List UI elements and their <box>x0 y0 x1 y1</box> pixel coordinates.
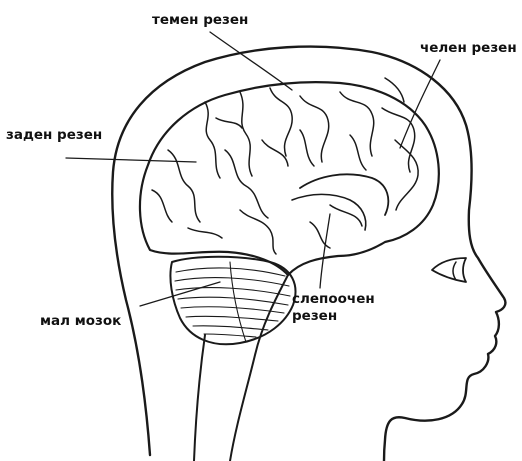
leader-temporal <box>320 214 330 288</box>
gyri <box>152 78 418 254</box>
label-temporal-lobe: слепоочен резен <box>292 291 372 325</box>
leader-lines <box>66 32 440 306</box>
spinal-cord-front <box>230 275 288 461</box>
spinal-cord-back <box>194 335 205 461</box>
leader-parietal <box>210 32 292 90</box>
cerebrum-outline <box>140 82 439 275</box>
eye <box>432 258 466 282</box>
label-occipital-lobe: заден резен <box>6 127 102 144</box>
leader-cerebellum <box>140 282 220 306</box>
label-frontal-lobe: челен резен <box>420 40 517 57</box>
label-cerebellum: мал мозок <box>40 313 121 330</box>
leader-frontal <box>400 60 440 148</box>
label-parietal-lobe: темен резен <box>152 12 248 29</box>
